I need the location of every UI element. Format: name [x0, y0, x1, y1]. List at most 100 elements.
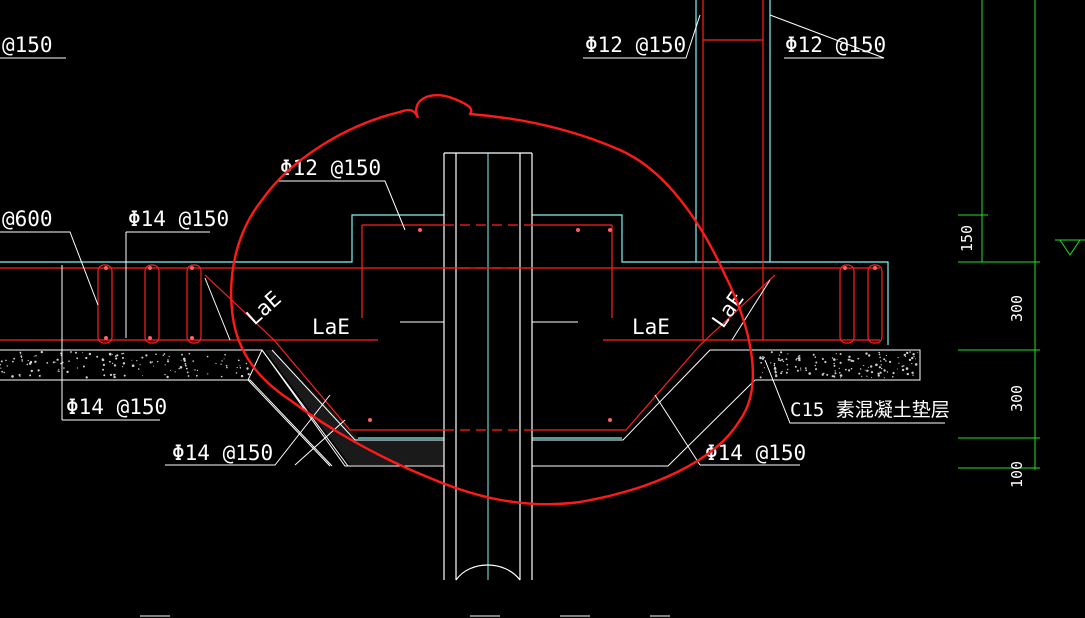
label-cap-bottom-left: Φ14 @150: [172, 441, 273, 465]
hatch-dot: [814, 364, 816, 367]
hatch-dot: [137, 368, 140, 370]
hatch-dot: [112, 353, 114, 355]
hatch-dot: [237, 359, 240, 362]
hatch-dot: [19, 375, 21, 377]
hatch-dot: [879, 371, 882, 374]
hatch-dot: [206, 355, 209, 358]
hatch-dot: [906, 372, 909, 376]
hatch-dot: [123, 362, 126, 365]
hatch-dot: [114, 355, 117, 357]
hatch-dot: [885, 360, 887, 362]
hatch-dot: [184, 364, 187, 367]
hatch-dot: [775, 374, 778, 378]
hatch-dot: [188, 352, 191, 355]
hatch-dot: [833, 362, 835, 365]
hatch-dot: [207, 373, 209, 375]
hatch-dot: [852, 360, 855, 362]
hatch-dot: [247, 373, 250, 376]
hatch-dot: [102, 363, 105, 366]
hatch-dot: [781, 370, 783, 373]
hatch-dot: [245, 362, 248, 365]
hatch-dot: [164, 364, 166, 366]
label-wall-right: Φ12 @150: [785, 33, 886, 57]
dim-300-a: 300: [1008, 295, 1026, 322]
label-cap-top: Φ12 @150: [280, 156, 381, 180]
hatch-dot: [141, 356, 144, 359]
hatch-dot: [121, 352, 123, 355]
hatch-dot: [115, 357, 118, 360]
hatch-dot: [883, 358, 886, 361]
hatch-dot: [761, 372, 763, 374]
hatch-dot: [112, 362, 114, 365]
hatch-dot: [859, 368, 862, 370]
hatch-dot: [195, 374, 198, 377]
hatch-dot: [886, 371, 889, 373]
hatch-dot: [178, 367, 180, 370]
hatch-dot: [88, 352, 92, 356]
hatch-dot: [122, 357, 124, 359]
dimension-lines: [958, 0, 1085, 470]
hatch-dot: [38, 374, 41, 377]
hatch-dot: [903, 365, 905, 367]
hatch-dot: [122, 352, 125, 355]
hatch-dot: [46, 362, 49, 364]
hatch-dot: [156, 360, 159, 363]
hatch-dot: [30, 369, 33, 373]
hatch-dot: [908, 358, 912, 362]
hatch-dot: [880, 364, 882, 366]
hatch-dot: [194, 369, 196, 371]
hatch-dot: [883, 377, 886, 379]
hatch-dot: [58, 370, 60, 372]
leader-lines: [0, 14, 945, 466]
hatch-dot: [26, 363, 29, 366]
hatch-dot: [805, 369, 808, 372]
hatch-dot: [905, 367, 909, 370]
hatch-dot: [804, 367, 807, 369]
hatch-dot: [782, 360, 785, 363]
hatch-dot: [798, 355, 801, 357]
hatch-dot: [777, 357, 780, 360]
hatch-dot: [82, 352, 84, 354]
hatch-dot: [20, 353, 22, 355]
hatch-dot: [847, 358, 850, 361]
hatch-dot: [101, 358, 105, 362]
hatch-dot: [823, 372, 825, 375]
label-lae-left: LaE: [312, 315, 350, 339]
hatch-dot: [833, 358, 836, 361]
hatch-dot: [773, 362, 776, 365]
hatch-dot: [180, 359, 182, 361]
markup-circle: [230, 94, 755, 506]
hatch-dot: [763, 356, 765, 359]
hatch-dot: [181, 353, 183, 356]
hatch-dot: [82, 365, 85, 368]
hatch-dot: [192, 360, 194, 362]
hatch-dot: [123, 374, 126, 377]
hatch-dot: [108, 352, 112, 356]
hatch-dot: [13, 357, 16, 360]
hatch-dot: [848, 355, 851, 358]
hatch-dot: [96, 355, 99, 358]
hatch-dot: [139, 364, 141, 366]
hatch-dot: [56, 358, 59, 361]
hatch-dot: [796, 357, 798, 360]
hatch-dot: [33, 355, 35, 357]
hatch-dot: [220, 363, 222, 365]
hatch-dot: [29, 374, 32, 377]
hatch-dot: [871, 377, 872, 378]
hatch-dot: [770, 362, 772, 364]
hatch-dot: [850, 359, 853, 362]
hatch-dot: [40, 350, 43, 354]
hatch-dot: [186, 371, 189, 374]
hatch-dot: [12, 360, 14, 363]
hatch-dot: [839, 374, 843, 377]
hatch-dot: [75, 351, 77, 354]
hatch-dot: [60, 362, 62, 365]
hatch-dot: [6, 365, 8, 367]
hatch-dot: [824, 360, 827, 364]
hatch-dot: [220, 375, 223, 378]
label-beam-bottom: Φ14 @150: [66, 395, 167, 419]
hatch-dot: [848, 369, 851, 372]
hatch-dot: [236, 366, 238, 369]
hatch-dot: [906, 351, 909, 355]
hatch-dot: [52, 361, 55, 364]
